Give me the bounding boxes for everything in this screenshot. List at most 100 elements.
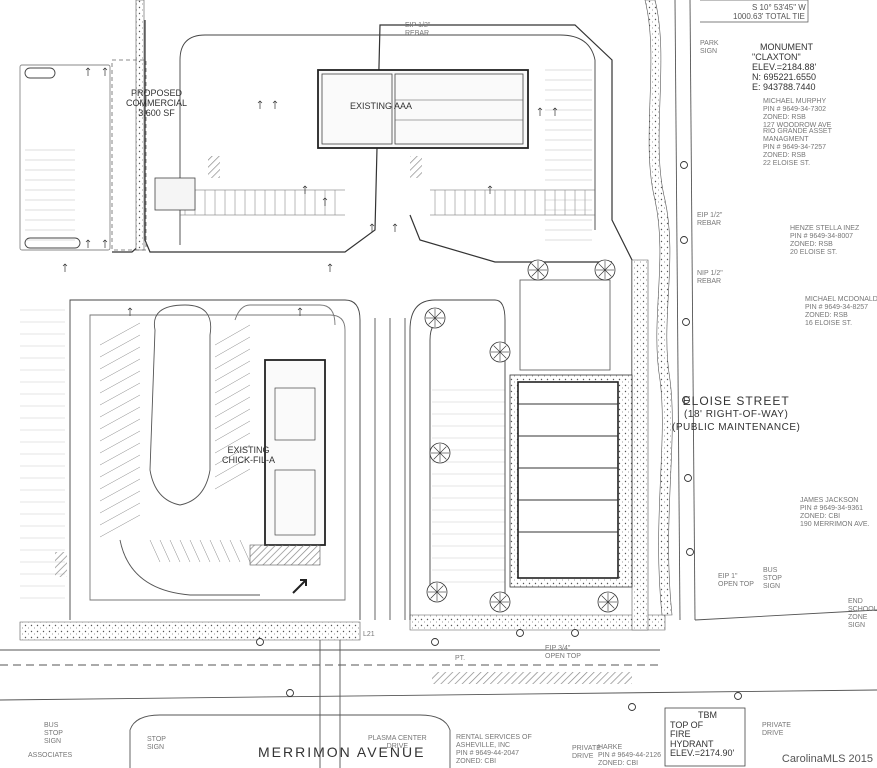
diagonal-stall <box>214 324 251 346</box>
utility-pole-icon <box>680 161 688 169</box>
hatched-patches <box>55 156 632 684</box>
diagonal-stall <box>99 514 141 538</box>
tie-distance: 1000.63' TOTAL TIE <box>733 12 805 21</box>
arrow-icon <box>102 239 108 248</box>
eip-open-top-2: EIP 3/4"OPEN TOP <box>545 645 581 660</box>
merrimon-avenue-lines <box>0 640 877 768</box>
diagonal-stall <box>99 358 141 382</box>
arrow-icon <box>127 307 133 316</box>
arrow-icon <box>102 67 108 76</box>
diagonal-stall <box>99 406 141 430</box>
dimension-label: L21 <box>363 631 375 638</box>
arrow-icon <box>322 197 328 206</box>
arrow-icon <box>327 263 333 272</box>
utility-pole-icon <box>286 689 294 697</box>
existing-aaa-label: EXISTING AAA <box>350 101 413 111</box>
traffic-arrows <box>62 67 558 594</box>
arrow-icon <box>85 239 91 248</box>
diagonal-stall <box>99 442 141 466</box>
utility-pole-icon <box>571 629 579 637</box>
tree-symbol <box>489 591 511 613</box>
center-drive-aisle <box>374 318 406 620</box>
diagonal-stall <box>99 382 141 406</box>
diagonal-stall <box>189 539 201 563</box>
tree-symbol <box>527 259 549 281</box>
diagonal-stall <box>99 502 141 526</box>
tree-symbol <box>426 581 448 603</box>
dumpster-enclosure <box>154 177 196 211</box>
sidewalk-right-bottom <box>409 614 666 631</box>
tbm-box <box>664 707 746 767</box>
utility-pole-icon <box>628 703 636 711</box>
arrow-icon <box>369 223 375 232</box>
utility-pole-icon <box>682 396 690 404</box>
associates-label: ASSOCIATES <box>28 752 73 759</box>
utility-pole-icon <box>680 236 688 244</box>
eloise-street-lines <box>674 0 877 621</box>
tbm-label: TBM TOP OF FIRE HYDRANT ELEV.=2174.90' <box>670 710 735 758</box>
diagonal-stall <box>149 539 161 563</box>
arrow-icon <box>272 100 278 109</box>
parking-stalls <box>20 69 592 599</box>
arrow-icon <box>392 223 398 232</box>
diagonal-stall <box>99 430 141 454</box>
diagonal-stall <box>99 466 141 490</box>
watermark-text: CarolinaMLS 2015 <box>781 753 873 765</box>
diagonal-stall <box>99 370 141 394</box>
diagonal-stall <box>214 444 251 466</box>
diagonal-stall <box>214 348 251 370</box>
nip-rebar: NIP 1/2"REBAR <box>697 270 723 285</box>
drive-thru-stripes <box>99 322 251 563</box>
arrow-icon <box>552 107 558 116</box>
diagonal-stall <box>214 420 251 442</box>
existing-chickfila-building <box>249 359 326 566</box>
diagonal-stall <box>214 408 251 430</box>
utility-poles <box>256 161 742 711</box>
proposed-commercial-label: PROPOSED COMMERCIAL 3,600 SF <box>126 88 188 118</box>
utility-pole-icon <box>684 474 692 482</box>
proposed-commercial-footprint <box>111 59 147 251</box>
diagonal-stall <box>99 322 141 346</box>
sidewalk-left <box>135 0 145 251</box>
tree-symbol <box>489 341 511 363</box>
utility-pole-icon <box>431 638 439 646</box>
utility-pole-icon <box>686 548 694 556</box>
monument-label: MONUMENT "CLAXTON" ELEV.=2184.88' N: 695… <box>752 42 817 92</box>
diagonal-stall <box>214 384 251 406</box>
turn-arrow-icon <box>292 579 307 594</box>
tie-bearing: S 10° 53'45" W <box>752 3 806 12</box>
tree-symbol <box>597 591 619 613</box>
utility-pole-icon <box>516 629 524 637</box>
utility-pole-icon <box>256 638 264 646</box>
existing-chickfila-label: EXISTING CHICK-FIL-A <box>222 445 276 465</box>
diagonal-stall <box>159 539 171 563</box>
diagonal-stall <box>214 396 251 418</box>
point-label: PT. <box>455 655 466 662</box>
merrimon-avenue-label: MERRIMON AVENUE <box>258 744 426 760</box>
chickfila-drive-thru <box>69 299 361 620</box>
diagonal-stall <box>179 539 191 563</box>
landscape-trees <box>424 259 619 613</box>
diagonal-stall <box>214 336 251 358</box>
eloise-street-label: ELOISE STREET (18' RIGHT-OF-WAY) (PUBLIC… <box>672 394 801 434</box>
eip-open-top: EIP 1"OPEN TOP <box>718 573 754 588</box>
diagonal-stall <box>214 456 251 478</box>
arrow-icon <box>257 100 263 109</box>
retail-building <box>509 374 633 588</box>
diagonal-stall <box>99 346 141 370</box>
eip-rebar-top: EIP 1/2"REBAR <box>405 22 431 37</box>
creek-strip <box>644 0 673 616</box>
utility-pole-icon <box>734 692 742 700</box>
